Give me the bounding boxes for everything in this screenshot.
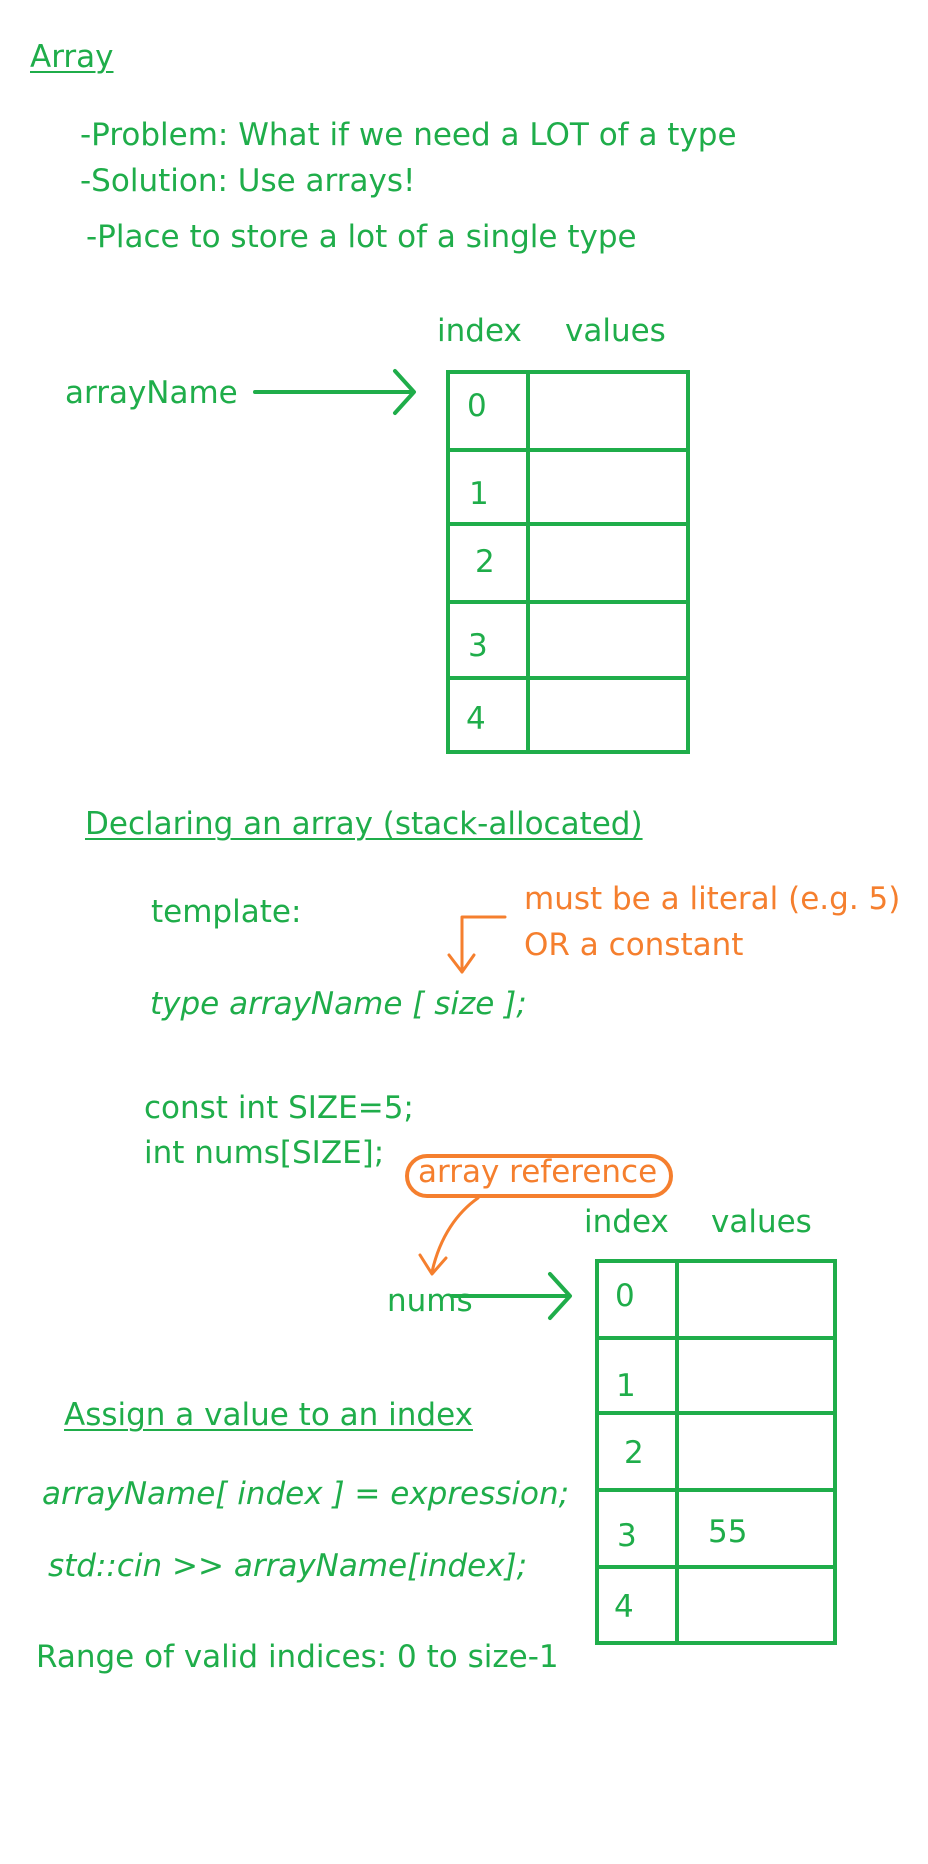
- diagram1-index-3: 3: [468, 628, 488, 664]
- bullet-solution: -Solution: Use arrays!: [80, 163, 416, 199]
- declaring-heading: Declaring an array (stack-allocated): [85, 806, 643, 842]
- diagram2-arrow-head: [548, 1272, 572, 1320]
- diagram1-table-border: [446, 370, 690, 754]
- diagram2-values-header: values: [711, 1204, 812, 1240]
- diagram2-pointer-arrow: [450, 1272, 572, 1320]
- diagram2-array-label: nums: [387, 1283, 473, 1319]
- bullet-problem: -Problem: What if we need a LOT of a typ…: [80, 117, 737, 153]
- diagram1-table: [446, 370, 690, 754]
- array-reference-note: array reference: [418, 1154, 658, 1190]
- size-note-arrow: [447, 915, 507, 974]
- size-note-line2: OR a constant: [524, 927, 744, 963]
- code-const-size: const int SIZE=5;: [144, 1090, 414, 1126]
- template-code: type arrayName [ size ];: [150, 986, 527, 1022]
- range-note: Range of valid indices: 0 to size-1: [36, 1639, 559, 1675]
- diagram2-index-header: index: [584, 1204, 669, 1240]
- array-reference-arrow-head: [418, 1253, 448, 1276]
- template-label: template:: [151, 894, 302, 930]
- diagram1-index-0: 0: [467, 388, 487, 424]
- diagram2-index-4: 4: [614, 1589, 634, 1625]
- diagram2-table-border: [595, 1259, 837, 1645]
- diagram2-value-3: 55: [708, 1514, 748, 1550]
- diagram1-values-header: values: [565, 313, 666, 349]
- diagram1-index-4: 4: [466, 701, 486, 737]
- diagram2-index-1: 1: [616, 1368, 636, 1404]
- size-note-line1: must be a literal (e.g. 5): [524, 881, 901, 917]
- diagram1-index-2: 2: [475, 544, 495, 580]
- array-reference-arrow: [418, 1196, 480, 1276]
- diagram1-array-label: arrayName: [65, 375, 238, 411]
- diagram1-arrow-head: [393, 369, 416, 415]
- diagram2-index-2: 2: [624, 1435, 644, 1471]
- diagram1-pointer-arrow: [253, 369, 416, 415]
- size-note-arrow-head: [447, 953, 476, 974]
- diagram2-table: [595, 1259, 837, 1645]
- diagram1-index-header: index: [437, 313, 522, 349]
- diagram1-index-1: 1: [469, 476, 489, 512]
- size-note-arrow-shaft: [460, 915, 507, 974]
- assign-cin-line: std::cin >> arrayName[index];: [48, 1548, 528, 1584]
- diagram2-index-3: 3: [617, 1518, 637, 1554]
- assign-expression-line: arrayName[ index ] = expression;: [42, 1476, 570, 1512]
- array-reference-arrow-shaft: [430, 1196, 480, 1274]
- bullet-definition: -Place to store a lot of a single type: [86, 219, 637, 255]
- assign-heading: Assign a value to an index: [64, 1397, 473, 1433]
- code-int-nums: int nums[SIZE];: [144, 1135, 385, 1171]
- diagram2-index-0: 0: [615, 1278, 635, 1314]
- array-reference-bubble: [405, 1154, 673, 1198]
- page-title: Array: [30, 39, 114, 75]
